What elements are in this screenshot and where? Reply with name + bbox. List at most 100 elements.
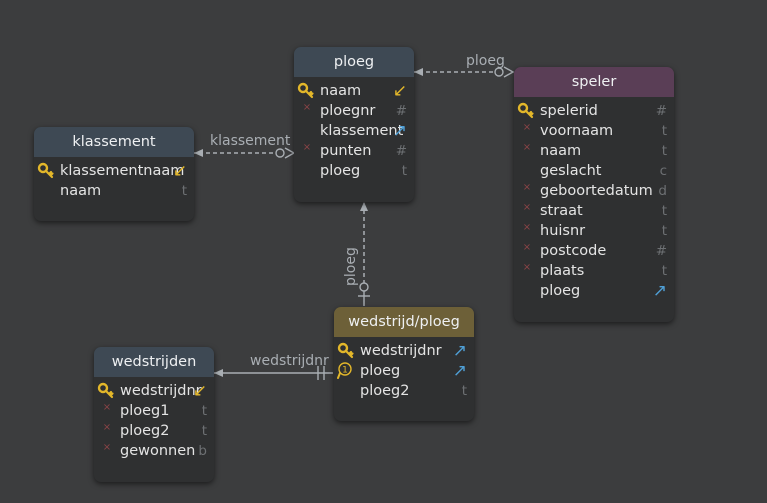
column-type: t (201, 403, 207, 419)
column-name: ploeg2 (120, 423, 170, 439)
column-name: naam (540, 143, 582, 159)
entity-speler[interactable]: speler spelerid # × voornaam t × naam t geslacht… (514, 67, 674, 322)
column-name: ploeg (320, 163, 361, 179)
column-name: wedstrijdnr (360, 343, 442, 359)
column-type: c (659, 163, 667, 179)
not-null-icon: × (102, 422, 112, 433)
relation-label-klassement: klassement (210, 133, 291, 149)
column-name: ploeg (360, 363, 401, 379)
column-name: ploeg (540, 283, 581, 299)
relation-wedstrijd-ploeg-ploeg[interactable] (358, 202, 370, 306)
column-name: klassementnaam (60, 163, 185, 179)
column-type: b (198, 443, 207, 459)
column-row[interactable]: × punten # (294, 141, 414, 161)
entity-title[interactable]: klassement (34, 127, 194, 157)
not-null-icon: × (102, 402, 112, 413)
column-name: geboortedatum (540, 183, 653, 199)
column-row[interactable]: ploeg ↗ (514, 281, 674, 301)
column-name: punten (320, 143, 372, 159)
column-row[interactable]: klassement↗ (294, 121, 414, 141)
column-name: ploeg1 (120, 403, 170, 419)
column-name: spelerid (540, 103, 598, 119)
not-null-icon: × (302, 142, 312, 153)
entity-title[interactable]: wedstrijd/ploeg (334, 307, 474, 337)
column-type: t (661, 263, 667, 279)
column-name: postcode (540, 243, 607, 259)
column-type: # (395, 143, 407, 159)
column-marker (337, 381, 357, 401)
column-type: t (201, 423, 207, 439)
not-null-icon: × (522, 122, 532, 133)
column-row[interactable]: naam ↙ (294, 81, 414, 101)
column-row[interactable]: × straat t (514, 201, 674, 221)
key-unique-icon: 1 (337, 361, 357, 381)
primary-key-arrow-icon: ↙ (392, 81, 407, 101)
relation-ploeg-klassement[interactable] (194, 147, 296, 159)
column-row[interactable]: spelerid # (514, 101, 674, 121)
column-name: voornaam (540, 123, 614, 139)
relation-label-ploeg: ploeg (466, 53, 505, 69)
entity-ploeg[interactable]: ploeg naam↙×ploegnr#klassement↗×punten#p… (294, 47, 414, 202)
not-null-icon: × (522, 262, 532, 273)
not-null-icon: × (522, 202, 532, 213)
column-row[interactable]: × naam t (514, 141, 674, 161)
column-row[interactable]: ploeg t (294, 161, 414, 181)
column-type: t (661, 203, 667, 219)
column-row[interactable]: × ploeg1 t (94, 401, 214, 421)
column-name: naam (60, 183, 102, 199)
entity-wedstrijd-ploeg[interactable]: wedstrijd/ploeg wedstrijdnr ↗ 1 ploeg ↗ ploeg… (334, 307, 474, 421)
column-row[interactable]: × ploegnr # (294, 101, 414, 121)
column-marker (517, 281, 537, 301)
not-null-icon: × (522, 142, 532, 153)
column-row[interactable]: naam t (34, 181, 194, 201)
primary-key-arrow-icon: ↙ (172, 161, 187, 181)
relation-label-wedstrijdnr: wedstrijdnr (250, 353, 329, 369)
column-row[interactable]: wedstrijdnr ↗ (334, 341, 474, 361)
column-row[interactable]: wedstrijdnr↙ (94, 381, 214, 401)
column-type: t (661, 123, 667, 139)
column-row[interactable]: geslacht c (514, 161, 674, 181)
column-type: d (658, 183, 667, 199)
column-type: t (401, 163, 407, 179)
key-icon (337, 341, 357, 361)
column-row[interactable]: × ploeg2 t (94, 421, 214, 441)
foreign-key-arrow-icon: ↗ (652, 281, 667, 301)
column-name: wedstrijdnr (120, 383, 202, 399)
column-name: gewonnen (120, 443, 196, 459)
column-name: naam (320, 83, 362, 99)
column-name: geslacht (540, 163, 602, 179)
not-null-icon: × (522, 242, 532, 253)
svg-text:1: 1 (342, 366, 348, 376)
entity-title[interactable]: wedstrijden (94, 347, 214, 377)
not-null-icon: × (522, 222, 532, 233)
column-marker (297, 161, 317, 181)
column-row[interactable]: ploeg2 t (334, 381, 474, 401)
column-name: ploegnr (320, 103, 376, 119)
key-icon (517, 101, 537, 121)
entity-klassement[interactable]: klassement klassementnaam↙ naam t (34, 127, 194, 221)
column-row[interactable]: klassementnaam↙ (34, 161, 194, 181)
column-name: ploeg2 (360, 383, 410, 399)
column-row[interactable]: × voornaam t (514, 121, 674, 141)
foreign-key-arrow-icon: ↗ (392, 121, 407, 141)
column-type: # (655, 103, 667, 119)
key-icon (97, 381, 117, 401)
entity-title[interactable]: ploeg (294, 47, 414, 77)
foreign-key-arrow-icon: ↗ (452, 341, 467, 361)
column-name: straat (540, 203, 583, 219)
column-type: t (181, 183, 187, 199)
column-type: t (661, 143, 667, 159)
column-row[interactable]: ×postcode# (514, 241, 674, 261)
column-type: # (395, 103, 407, 119)
column-type: t (461, 383, 467, 399)
key-icon (37, 161, 57, 181)
entity-title[interactable]: speler (514, 67, 674, 97)
not-null-icon: × (302, 102, 312, 113)
key-icon (297, 81, 317, 101)
